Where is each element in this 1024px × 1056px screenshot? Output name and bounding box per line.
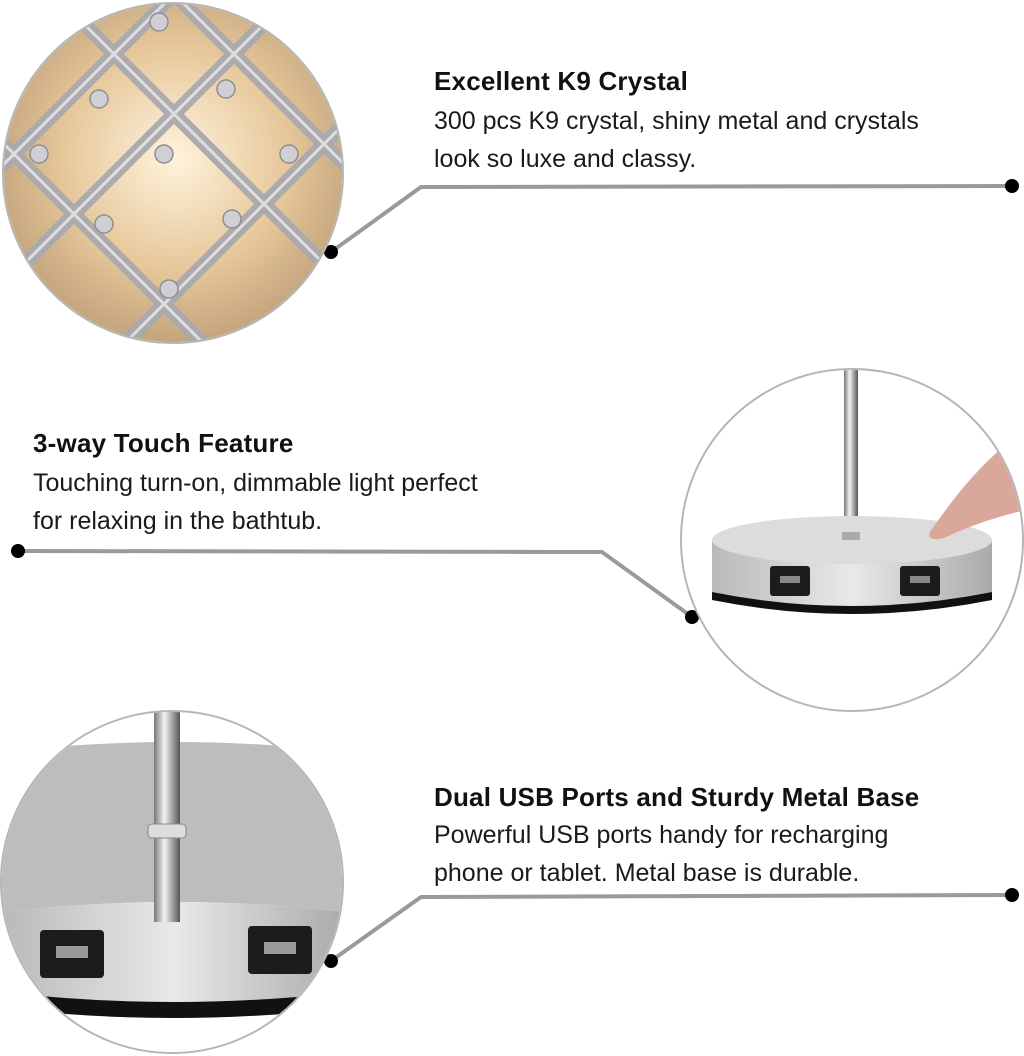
connector-line-crystal (329, 184, 1013, 254)
dot-usb-image (324, 954, 338, 968)
feature-desc-crystal-line1: 300 pcs K9 crystal, shiny metal and crys… (434, 107, 919, 135)
feature-title-usb: Dual USB Ports and Sturdy Metal Base (434, 782, 920, 812)
feature-desc-touch-line1: Touching turn-on, dimmable light perfect (33, 469, 478, 497)
touch-feature-image (680, 368, 1024, 712)
feature-title-crystal: Excellent K9 Crystal (434, 66, 689, 96)
dot-touch-text (11, 544, 25, 558)
crystal-closeup-image (2, 2, 344, 344)
feature-desc-usb-line2: phone or tablet. Metal base is durable. (434, 859, 860, 887)
feature-desc-touch-line2: for relaxing in the bathtub. (33, 507, 323, 535)
dot-usb-text (1005, 888, 1019, 902)
connector-line-usb (329, 893, 1013, 963)
usb-base-image (0, 710, 344, 1054)
dot-crystal-image (324, 245, 338, 259)
connector-line-touch (17, 549, 694, 619)
feature-desc-usb-line1: Powerful USB ports handy for recharging (434, 821, 889, 849)
dot-crystal-text (1005, 179, 1019, 193)
feature-desc-crystal-line2: look so luxe and classy. (434, 145, 697, 173)
feature-title-touch: 3-way Touch Feature (33, 428, 294, 458)
